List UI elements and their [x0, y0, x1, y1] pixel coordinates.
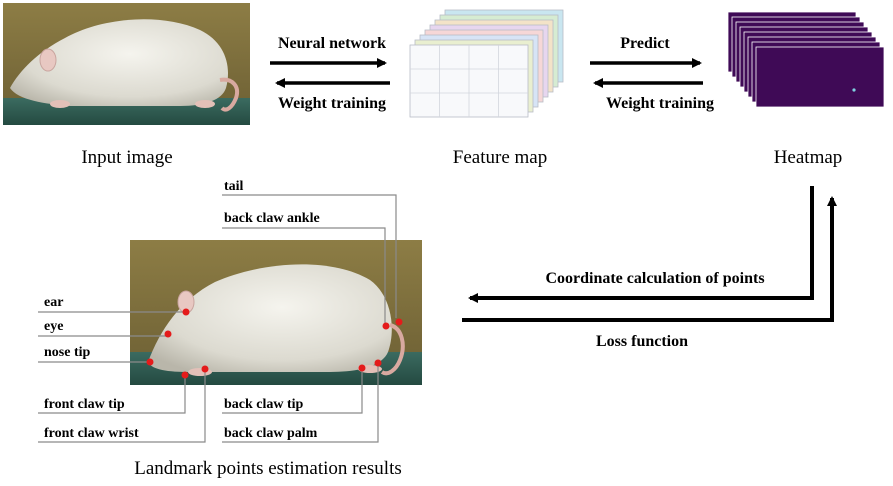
front-claw-wrist-label: front claw wrist — [44, 426, 139, 441]
heatmap-layer — [755, 46, 885, 108]
input-image-caption: Input image — [81, 147, 172, 168]
back-claw-tip-point — [358, 364, 366, 372]
feature-map-caption: Feature map — [453, 147, 547, 168]
landmark-points — [146, 308, 403, 379]
neural-network-label: Neural network — [278, 35, 386, 52]
weight-training-label-1: Weight training — [278, 95, 386, 112]
tail-point — [395, 318, 403, 326]
front-claw-tip-leader — [38, 375, 186, 414]
tail-leader — [222, 194, 397, 318]
front-claw-wrist-point — [201, 365, 209, 373]
heatmap-caption: Heatmap — [774, 147, 843, 168]
nose-tip-point — [146, 358, 154, 366]
tail-label: tail — [224, 179, 244, 194]
heatmap-peak — [852, 88, 856, 92]
nose-tip-label: nose tip — [44, 345, 91, 360]
result-caption: Landmark points estimation results — [134, 458, 402, 479]
back-claw-ankle-label: back claw ankle — [224, 211, 320, 226]
front-claw-wrist-leader — [38, 368, 206, 443]
eye-label: eye — [44, 319, 63, 334]
back-claw-palm-point — [374, 359, 382, 367]
back-claw-tip-leader — [222, 368, 363, 414]
ear-label: ear — [44, 295, 63, 310]
coordinate-calculation-arrow — [468, 186, 814, 303]
weight-training-label-2: Weight training — [606, 95, 714, 112]
coordinate-calculation-label: Coordinate calculation of points — [545, 270, 764, 287]
back-claw-palm-leader — [222, 363, 379, 443]
loss-function-label: Loss function — [596, 333, 688, 350]
front-claw-tip-point — [181, 371, 189, 379]
back-claw-tip-label: back claw tip — [224, 397, 304, 412]
heatmap-stack-icon — [727, 11, 885, 108]
leader-lines — [38, 194, 397, 443]
ear-point — [182, 308, 190, 316]
back-claw-ankle-leader — [222, 227, 386, 325]
predict-label: Predict — [620, 35, 670, 52]
result-image — [130, 240, 422, 385]
loss-function-arrow — [462, 196, 837, 322]
eye-point — [164, 330, 172, 338]
back-claw-palm-label: back claw palm — [224, 426, 318, 441]
input-image — [3, 3, 250, 125]
feature-map-stack-icon — [409, 9, 564, 118]
front-claw-tip-label: front claw tip — [44, 397, 125, 412]
back-claw-ankle-point — [382, 322, 390, 330]
